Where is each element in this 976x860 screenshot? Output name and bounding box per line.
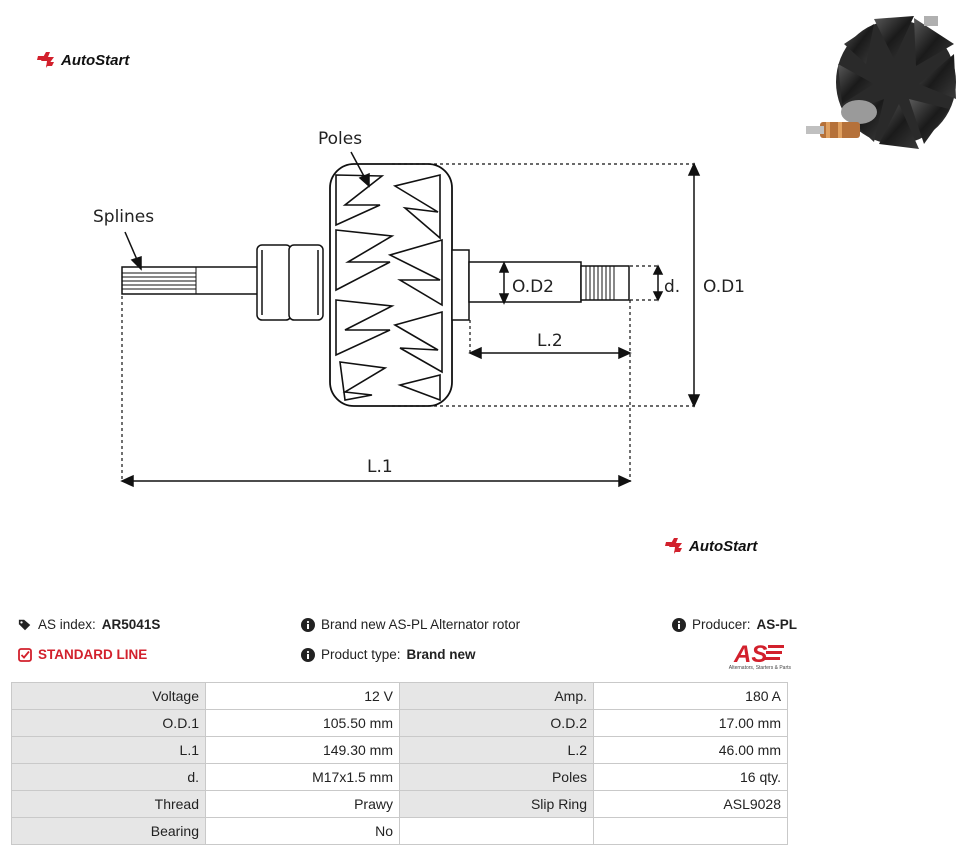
spec-key: L.2 <box>399 736 594 764</box>
spec-key: Voltage <box>11 682 206 710</box>
producer-label: Producer: <box>692 617 751 632</box>
spec-value: 46.00 mm <box>593 736 788 764</box>
label-l2: L.2 <box>537 331 563 351</box>
rotor-photo <box>806 16 956 149</box>
as-index-label: AS index: <box>38 617 96 632</box>
extension-lines <box>121 163 696 482</box>
spec-key: Amp. <box>399 682 594 710</box>
label-poles: Poles <box>318 129 362 149</box>
standard-line-text: STANDARD LINE <box>38 647 148 662</box>
spec-key: Thread <box>11 790 206 818</box>
product-type: Product type: Brand new <box>301 647 476 662</box>
info-circle-icon <box>301 647 315 662</box>
autostart-logo-icon <box>665 538 682 554</box>
spec-value: M17x1.5 mm <box>205 763 400 791</box>
label-l1: L.1 <box>367 457 393 477</box>
as-pl-logo: AS Alternators, Starters & Parts <box>729 641 792 671</box>
description-text: Brand new AS-PL Alternator rotor <box>321 617 521 632</box>
label-d: d. <box>664 277 680 297</box>
product-type-value: Brand new <box>406 647 476 662</box>
info-circle-icon <box>672 617 686 632</box>
spec-value: No <box>205 817 400 845</box>
spec-value: 12 V <box>205 682 400 710</box>
table-row: d. M17x1.5 mm Poles 16 qty. <box>11 763 788 791</box>
rotor-diagram: Poles Splines O.D2 d. O.D1 L.2 L.1 <box>93 129 745 488</box>
spec-value: 16 qty. <box>593 763 788 791</box>
dimension-arrows <box>120 151 701 488</box>
table-row: Thread Prawy Slip Ring ASL9028 <box>11 790 788 818</box>
spec-value: 17.00 mm <box>593 709 788 737</box>
label-od1: O.D1 <box>703 277 745 297</box>
brand-name: AutoStart <box>61 51 130 69</box>
as-index: AS index: AR5041S <box>18 617 160 632</box>
specs-table: Voltage 12 V Amp. 180 A O.D.1 105.50 mm … <box>11 682 788 845</box>
spec-key: Bearing <box>11 817 206 845</box>
bearing-block <box>256 244 324 321</box>
spec-value: 105.50 mm <box>205 709 400 737</box>
table-row: L.1 149.30 mm L.2 46.00 mm <box>11 736 788 764</box>
right-shaft <box>468 261 630 303</box>
as-logo-tagline: Alternators, Starters & Parts <box>729 665 792 671</box>
table-row: Voltage 12 V Amp. 180 A <box>11 682 788 710</box>
table-row: O.D.1 105.50 mm O.D.2 17.00 mm <box>11 709 788 737</box>
spec-key: L.1 <box>11 736 206 764</box>
spec-key: O.D.2 <box>399 709 594 737</box>
autostart-logo: AutoStart <box>36 51 129 69</box>
spec-value-empty <box>593 817 788 845</box>
product-type-label: Product type: <box>321 647 401 662</box>
as-index-value: AR5041S <box>101 617 161 632</box>
standard-line-badge: STANDARD LINE <box>18 647 147 662</box>
autostart-logo-icon <box>37 52 54 68</box>
label-od2: O.D2 <box>512 277 554 297</box>
table-row: Bearing No <box>11 817 788 845</box>
spec-value: 180 A <box>593 682 788 710</box>
spec-key: Slip Ring <box>399 790 594 818</box>
spec-key: d. <box>11 763 206 791</box>
spec-key: O.D.1 <box>11 709 206 737</box>
tags-icon <box>18 619 31 630</box>
collar <box>451 249 470 321</box>
left-shaft <box>121 266 259 295</box>
info-circle-icon <box>301 617 315 632</box>
spec-value: ASL9028 <box>593 790 788 818</box>
as-logo-text: AS <box>733 641 767 668</box>
brand-name: AutoStart <box>689 537 758 555</box>
spec-key-empty <box>399 817 594 845</box>
check-square-icon <box>18 647 32 662</box>
spec-value: 149.30 mm <box>205 736 400 764</box>
product-description: Brand new AS-PL Alternator rotor <box>301 617 520 632</box>
spec-key: Poles <box>399 763 594 791</box>
autostart-logo-bottom: AutoStart <box>664 537 757 555</box>
producer-value: AS-PL <box>756 617 798 632</box>
pole-body <box>329 163 453 407</box>
label-splines: Splines <box>93 207 154 227</box>
spec-value: Prawy <box>205 790 400 818</box>
producer: Producer: AS-PL <box>672 617 797 632</box>
